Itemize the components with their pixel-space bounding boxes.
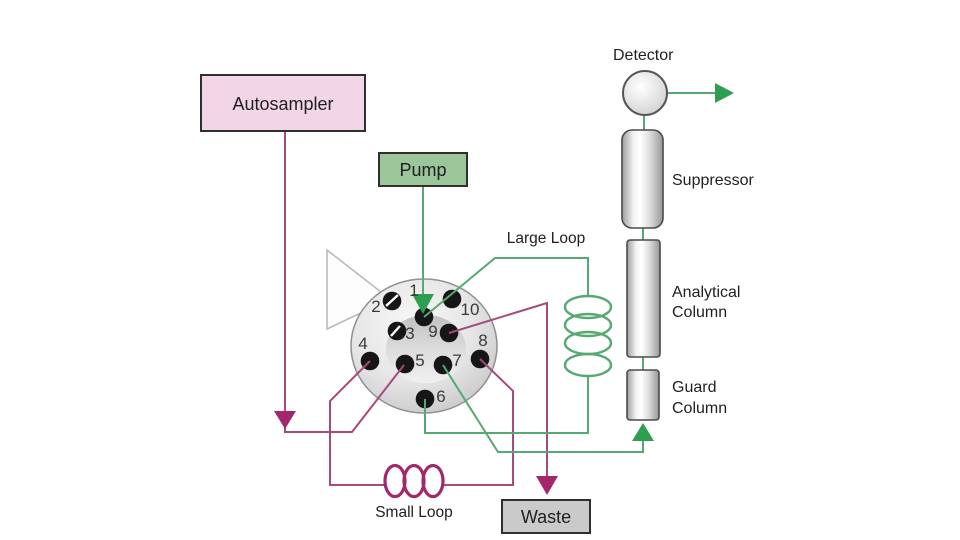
- valve-port-10-dot: [442, 289, 462, 309]
- port7-to-guard-column-line: [442, 364, 644, 453]
- valve-port-10-label: 10: [461, 300, 480, 319]
- valve-port-3-label: 3: [405, 324, 414, 343]
- analytical-column-label-line1: Analytical: [672, 284, 740, 301]
- autosampler-label: Autosampler: [232, 94, 333, 114]
- port8-to-small-loop-line: [442, 358, 514, 486]
- valve-position-indicator: [326, 248, 392, 331]
- guard-column-cylinder: [626, 369, 660, 421]
- valve-port-2-label: 2: [371, 297, 380, 316]
- valve-port-8-label: 8: [478, 331, 487, 350]
- arrow-to-waste: [536, 476, 558, 495]
- waste-box: [501, 499, 591, 534]
- valve-port-1-label: 1: [409, 281, 418, 300]
- port10-to-large-loop-line: [423, 257, 589, 318]
- pump-box: [378, 152, 468, 187]
- small-loop-coil: [383, 463, 445, 499]
- large-loop-coil: [563, 294, 613, 378]
- valve-port-6-label: 6: [436, 387, 445, 406]
- autosampler-to-port5-line: [284, 131, 405, 433]
- analytical-column-label-line2: Column: [672, 304, 727, 321]
- detector-cell: [622, 70, 668, 116]
- valve-port-4-label: 4: [358, 334, 367, 353]
- valve-port-5-label: 5: [415, 351, 424, 370]
- suppressor-label: Suppressor: [672, 172, 754, 189]
- arrow-into-valve: [412, 294, 434, 314]
- autosampler-box: [200, 74, 366, 132]
- waste-label: Waste: [521, 507, 571, 527]
- valve-port-7-label: 7: [452, 351, 461, 370]
- large-loop-to-port6-line: [424, 376, 589, 434]
- valve-port-9-label: 9: [428, 322, 437, 341]
- arrow-autosampler-flow: [274, 411, 296, 429]
- guard-column-label-line2: Column: [672, 400, 727, 417]
- detector-label: Detector: [613, 47, 674, 64]
- port9-to-waste-line: [448, 301, 548, 477]
- small-loop-label: Small Loop: [375, 504, 453, 521]
- large-loop-label: Large Loop: [507, 230, 585, 247]
- port-3-highlight: [390, 325, 401, 337]
- arrow-detector-outlet: [715, 83, 734, 103]
- pump-label: Pump: [399, 160, 446, 180]
- port-2-highlight: [385, 294, 399, 307]
- analytical-column-cylinder: [626, 239, 661, 358]
- suppressor-cylinder: [621, 129, 664, 229]
- port4-to-small-loop-line: [329, 360, 386, 486]
- guard-column-label-line1: Guard: [672, 379, 716, 396]
- arrow-into-guard-column: [632, 423, 654, 441]
